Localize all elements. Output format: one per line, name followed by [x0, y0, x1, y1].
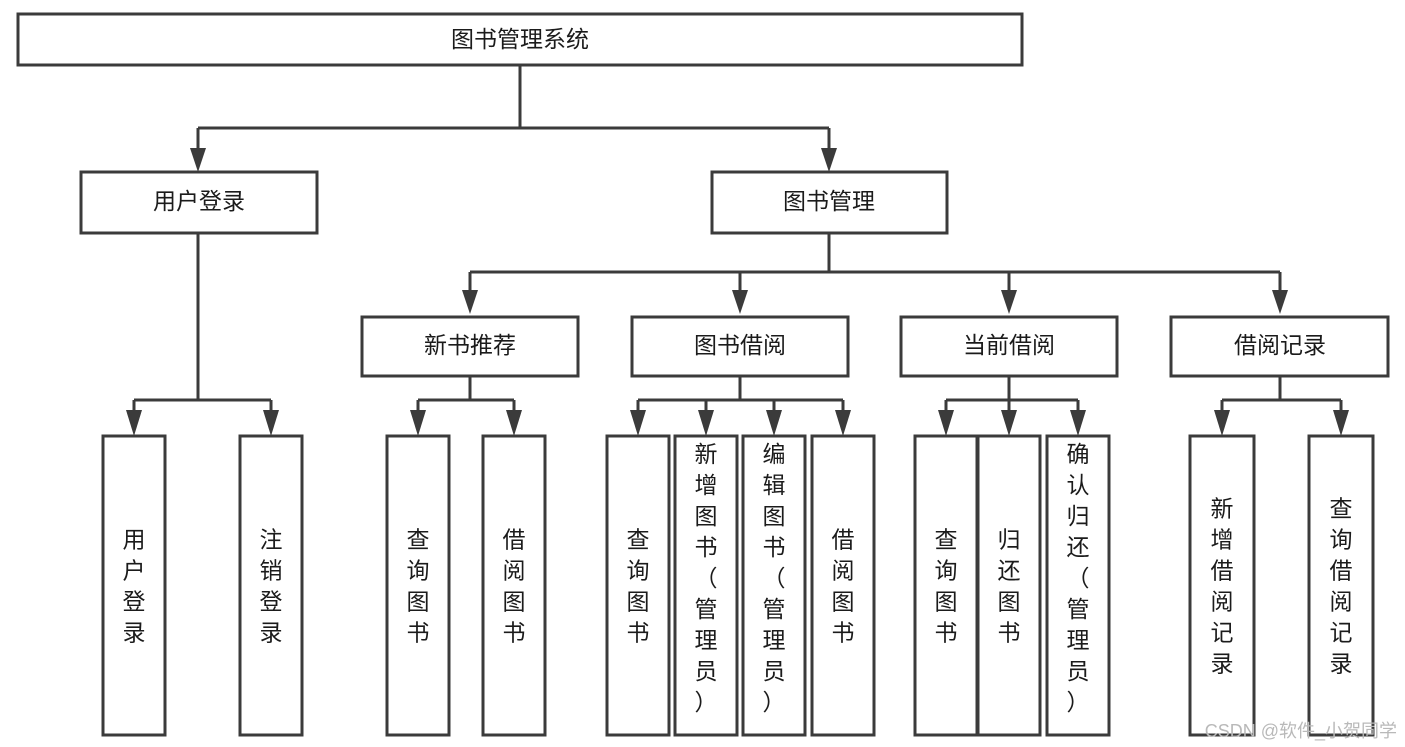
csdn-watermark: CSDN @软件_小贺同学: [1204, 721, 1397, 741]
arrow-head-book-manage: [821, 148, 837, 172]
arrow-head-leaf-logout: [263, 410, 279, 436]
arrow-head-leaf-cb-query: [938, 410, 954, 436]
leaf-bb-query-book[interactable]: 查询图书: [605, 434, 671, 737]
leaf-nb-query-book-label: 查询图书: [407, 527, 430, 646]
arrow-head-leaf-bb-query: [630, 410, 646, 436]
arrow-head-leaf-bb-add: [698, 410, 714, 436]
link-book-borrow-to-leaves: [636, 377, 845, 418]
arrow-head-leaf-cb-confirm: [1070, 410, 1086, 436]
node-book-borrow-label: 图书借阅: [694, 332, 786, 358]
leaf-bb-edit-book[interactable]: 编辑图书（管理员）: [741, 434, 807, 737]
leaf-layer: 用户登录 注销登录 查询图书 借阅图书 查询图书 新增图书（管理员） 编辑图书（…: [101, 434, 1375, 737]
link-new-book-to-leaves: [416, 377, 516, 418]
leaf-nb-borrow-book[interactable]: 借阅图书: [481, 434, 547, 737]
leaf-br-add-record[interactable]: 新增借阅记录: [1188, 434, 1256, 737]
leaf-br-query-record[interactable]: 查询借阅记录: [1307, 434, 1375, 737]
leaf-bb-add-book[interactable]: 新增图书（管理员）: [673, 434, 739, 737]
arrow-head-leaf-nb-query: [410, 410, 426, 436]
arrow-head-leaf-user-login: [126, 410, 142, 436]
node-layer: 图书管理系统 用户登录 图书管理 新书推荐 图书借阅 当前借阅 借阅记录: [16, 12, 1390, 378]
link-borrow-record-to-leaves: [1220, 377, 1343, 418]
leaf-logout-label: 注销登录: [260, 527, 283, 646]
leaf-cb-return-book-label: 归还图书: [998, 527, 1021, 646]
arrow-head-leaf-bb-edit: [766, 410, 782, 436]
leaf-cb-return-book[interactable]: 归还图书: [976, 434, 1042, 737]
leaf-cb-query-book[interactable]: 查询图书: [913, 434, 979, 737]
leaf-user-login-label: 用户登录: [123, 527, 146, 646]
leaf-cb-confirm-return[interactable]: 确认归还（管理员）: [1045, 434, 1111, 737]
node-root[interactable]: 图书管理系统: [16, 12, 1024, 67]
node-root-label: 图书管理系统: [451, 26, 589, 52]
arrow-head-borrow-record: [1272, 290, 1288, 314]
link-book-manage-to-level3: [468, 233, 1282, 296]
arrow-head-leaf-nb-borrow: [506, 410, 522, 436]
leaf-cb-query-book-label: 查询图书: [935, 527, 958, 646]
leaf-logout[interactable]: 注销登录: [238, 434, 304, 737]
arrow-head-leaf-bb-borrow: [835, 410, 851, 436]
node-current-borrow[interactable]: 当前借阅: [899, 315, 1119, 378]
arrow-head-user-login: [190, 148, 206, 172]
arrow-head-current-borrow: [1001, 290, 1017, 314]
leaf-cb-confirm-return-label: 确认归还（管理员）: [1067, 441, 1090, 715]
node-book-manage[interactable]: 图书管理: [710, 170, 949, 235]
node-user-login[interactable]: 用户登录: [79, 170, 319, 235]
node-book-manage-label: 图书管理: [783, 188, 875, 214]
leaf-bb-add-book-label: 新增图书（管理员）: [695, 441, 718, 715]
node-book-borrow[interactable]: 图书借阅: [630, 315, 850, 378]
arrow-head-leaf-cb-return: [1001, 410, 1017, 436]
arrow-head-new-book: [462, 290, 478, 314]
arrow-head-leaf-br-query: [1333, 410, 1349, 436]
node-new-book-recommend[interactable]: 新书推荐: [360, 315, 580, 378]
leaf-bb-borrow-book[interactable]: 借阅图书: [810, 434, 876, 737]
arrow-head-leaf-br-add: [1214, 410, 1230, 436]
leaf-bb-borrow-book-label: 借阅图书: [832, 527, 855, 646]
leaf-bb-edit-book-label: 编辑图书（管理员）: [763, 441, 786, 715]
node-current-borrow-label: 当前借阅: [963, 332, 1055, 358]
arrow-head-book-borrow: [732, 290, 748, 314]
leaf-user-login[interactable]: 用户登录: [101, 434, 167, 737]
connector-layer: [126, 65, 1349, 436]
link-root-to-level2: [196, 65, 831, 158]
link-current-borrow-to-leaves: [944, 377, 1080, 418]
node-borrow-record-label: 借阅记录: [1234, 332, 1326, 358]
leaf-br-query-record-label: 查询借阅记录: [1330, 496, 1353, 677]
leaf-bb-query-book-label: 查询图书: [627, 527, 650, 646]
leaf-br-add-record-label: 新增借阅记录: [1211, 496, 1234, 677]
leaf-nb-borrow-book-label: 借阅图书: [503, 527, 526, 646]
node-user-login-label: 用户登录: [153, 188, 245, 214]
link-user-login-to-leaves: [132, 233, 273, 418]
leaf-nb-query-book[interactable]: 查询图书: [385, 434, 451, 737]
node-new-book-recommend-label: 新书推荐: [424, 332, 516, 358]
node-borrow-record[interactable]: 借阅记录: [1169, 315, 1390, 378]
